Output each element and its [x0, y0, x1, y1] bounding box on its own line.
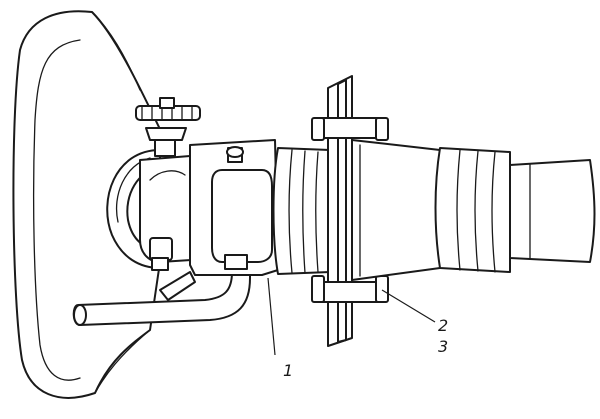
mechanism-housing	[189, 139, 279, 276]
end-coupling	[509, 159, 596, 263]
callout-2: 2	[438, 316, 448, 335]
leader-lines	[267, 277, 436, 356]
tapered-body	[351, 139, 441, 281]
flange-bolts	[311, 117, 389, 303]
rubber-bellows	[272, 147, 331, 275]
elbow-pipe	[72, 254, 251, 326]
callout-3: 3	[438, 337, 448, 356]
callout-1: 1	[283, 361, 293, 380]
rear-bellows	[434, 147, 511, 273]
adjusting-knob	[135, 97, 201, 157]
